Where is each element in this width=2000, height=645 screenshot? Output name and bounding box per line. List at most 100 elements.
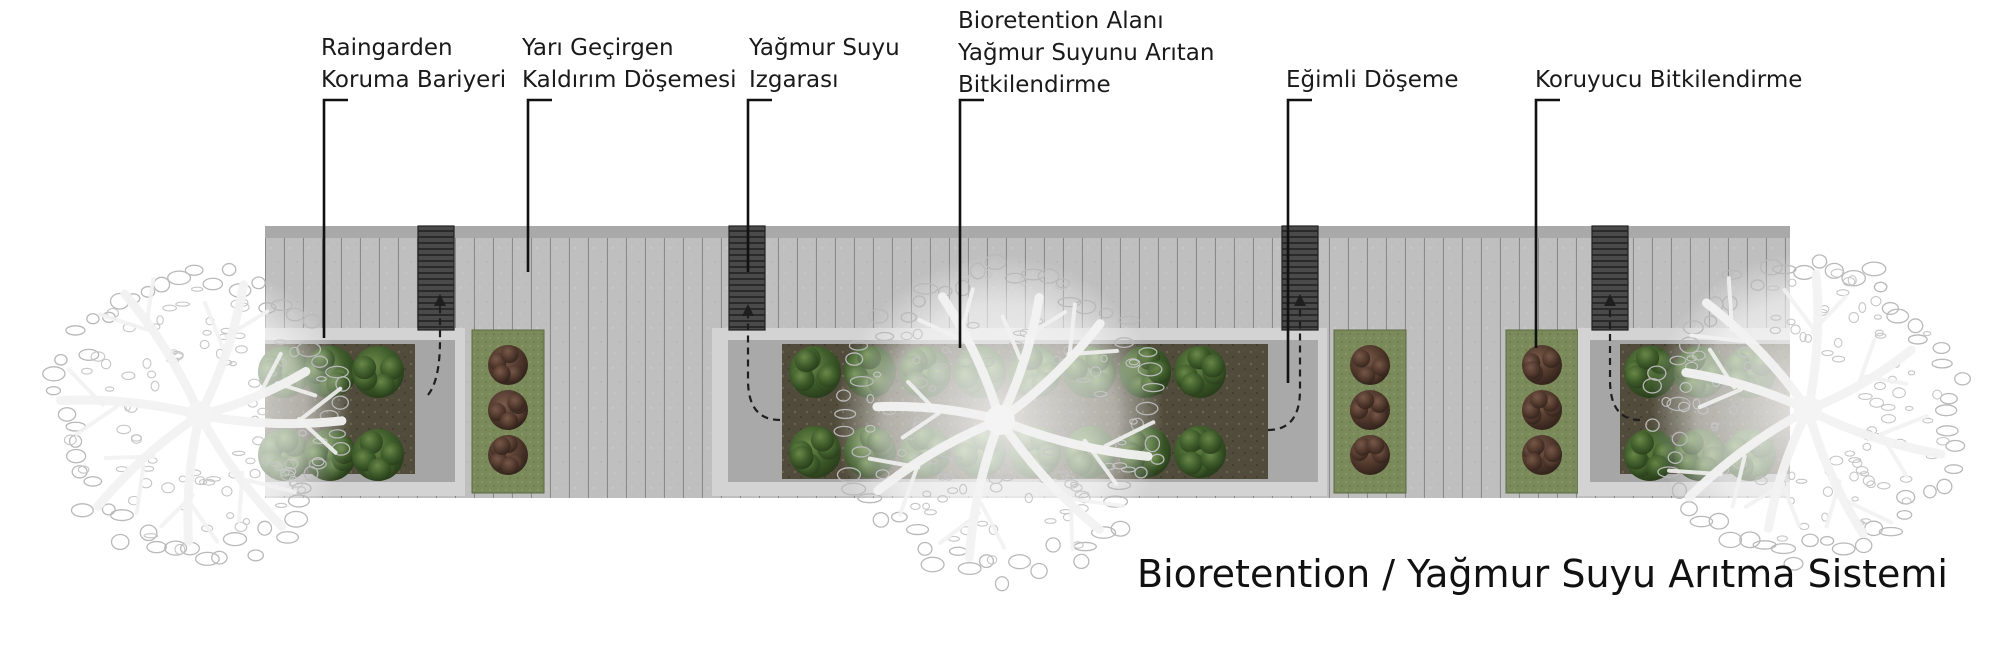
leaf-cluster: [857, 493, 883, 504]
leaf-cluster: [1692, 398, 1701, 410]
leaf-cluster: [1873, 314, 1883, 320]
leaf-cluster: [257, 407, 269, 416]
leaf-cluster: [311, 355, 329, 368]
leaf-cluster: [1804, 333, 1813, 343]
shrub-lobe: [499, 411, 518, 430]
callout-line: Bitkilendirme: [958, 72, 1111, 98]
tree-branch: [995, 415, 1153, 461]
flow-arrow: [1608, 305, 1641, 422]
leaf-cluster: [833, 425, 855, 437]
leaf-cluster: [1708, 512, 1730, 530]
paving-top-edge: [265, 226, 1790, 238]
tree-branch: [195, 410, 287, 531]
leaf-cluster: [866, 394, 875, 404]
stormwater-grate: [417, 225, 455, 331]
tree-twig: [1879, 414, 1929, 437]
leaf-cluster: [1093, 390, 1108, 398]
tree-branch: [55, 395, 205, 420]
tree-trunk: [186, 401, 214, 429]
leader-line-grate: [746, 98, 772, 272]
leaf-cluster: [1849, 471, 1859, 482]
leaf-cluster: [1125, 358, 1141, 368]
leaf-cluster: [1679, 382, 1692, 393]
tree-twig: [1707, 347, 1737, 390]
tree-branch: [183, 410, 205, 546]
leaf-cluster: [868, 308, 889, 324]
leaf-cluster: [1873, 281, 1888, 293]
leaf-cluster: [1667, 451, 1683, 464]
tree-twig: [1024, 310, 1068, 338]
leaf-cluster: [1019, 275, 1028, 286]
leaf-cluster: [947, 456, 963, 462]
leaf-cluster: [1833, 337, 1843, 348]
leaf-cluster: [872, 512, 890, 528]
leaf-cluster: [202, 329, 212, 336]
leaf-cluster: [986, 555, 998, 565]
leaf-cluster: [1787, 278, 1797, 287]
leaf-cluster: [917, 541, 933, 556]
leaf-cluster: [1689, 515, 1714, 528]
tree-twig: [1667, 468, 1723, 477]
leaf-cluster: [1790, 324, 1801, 335]
leaf-cluster: [296, 341, 322, 358]
tree-twig: [1782, 287, 1815, 331]
shrub-lobe: [1371, 358, 1390, 377]
leaf-cluster: [1878, 526, 1904, 537]
leaf-cluster: [966, 321, 980, 329]
callout-line: Raingarden: [321, 35, 453, 61]
leaf-cluster: [242, 518, 251, 526]
leaf-cluster: [1831, 355, 1846, 363]
leaf-cluster: [104, 386, 115, 392]
leaf-cluster: [156, 315, 164, 326]
leaf-cluster: [1932, 389, 1943, 400]
leaf-cluster: [247, 378, 261, 388]
leaf-cluster: [1759, 365, 1769, 375]
leaf-cluster: [289, 346, 300, 358]
leaf-cluster: [1044, 518, 1057, 524]
shrub-lobe: [1201, 354, 1225, 378]
leaf-cluster: [1855, 466, 1869, 475]
leaf-cluster: [276, 531, 300, 544]
leaf-cluster: [140, 285, 156, 298]
leaf-cluster: [280, 469, 296, 481]
leader-line-raingarden: [322, 98, 348, 338]
tree-twig: [979, 501, 1007, 550]
leaf-cluster: [1098, 307, 1114, 319]
tree-twig: [245, 478, 297, 494]
shrub-lobe: [500, 345, 519, 364]
callout-bioretention: Bioretention Alanı Yağmur Suyunu Arıtan …: [958, 5, 1214, 101]
tree-trunk: [1793, 395, 1823, 425]
leaf-cluster: [257, 520, 273, 536]
leaf-cluster: [1732, 400, 1744, 408]
leaf-cluster: [234, 521, 248, 533]
leaf-cluster: [142, 358, 152, 369]
leaf-cluster: [1020, 268, 1046, 281]
tree-twig: [202, 300, 225, 350]
leaf-cluster: [1064, 479, 1079, 489]
shrub-lobe: [1179, 451, 1203, 475]
leaf-cluster: [1801, 533, 1819, 548]
leaf-cluster: [150, 380, 160, 392]
leaf-cluster: [848, 340, 869, 351]
leaf-cluster: [912, 356, 921, 365]
leaf-cluster: [1922, 330, 1932, 337]
leaf-cluster: [1117, 439, 1127, 446]
tree-twig: [1810, 294, 1848, 334]
leaf-cluster: [228, 361, 238, 367]
tree-twig: [1066, 348, 1119, 357]
leaf-cluster: [86, 313, 100, 325]
leaf-cluster: [1680, 501, 1698, 517]
leaf-cluster: [957, 562, 982, 576]
leaf-cluster: [63, 434, 77, 446]
leaf-cluster: [1907, 370, 1916, 376]
tree-twig: [1697, 387, 1744, 409]
leaf-cluster: [1870, 295, 1882, 307]
tree-twig: [1103, 420, 1156, 448]
flow-arrowheads: [434, 294, 1616, 316]
leaf-cluster: [288, 480, 304, 488]
callout-permeable-paving: Yarı Geçirgen Kaldırım Döşemesi: [522, 32, 737, 96]
leaf-cluster: [900, 312, 918, 323]
leaf-cluster: [167, 270, 192, 286]
leaf-cluster: [1923, 484, 1937, 499]
